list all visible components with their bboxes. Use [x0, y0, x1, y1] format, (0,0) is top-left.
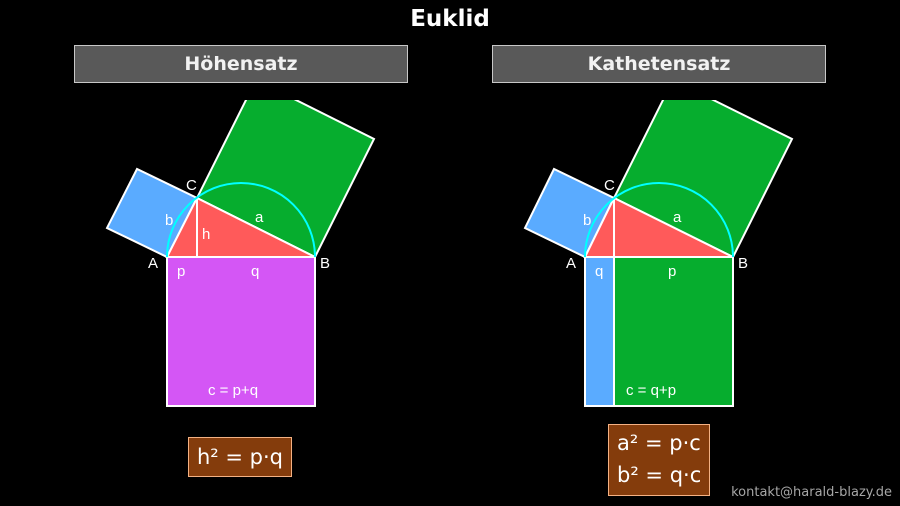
- label-q: q: [595, 263, 603, 280]
- label-C: C: [186, 177, 197, 194]
- formula-line: a² = p·c: [617, 431, 701, 455]
- diagram-kathetensatz: C A B a b q p c = q+p: [523, 100, 794, 407]
- header-hoehensatz: Höhensatz: [74, 45, 408, 83]
- square-c: [166, 256, 316, 407]
- label-a: a: [255, 209, 264, 226]
- label-q: q: [251, 263, 259, 280]
- label-p: p: [668, 263, 676, 280]
- triangle: [165, 196, 316, 258]
- label-c: c = q+p: [626, 382, 676, 399]
- label-A: A: [148, 255, 158, 272]
- formula-line: b² = q·c: [617, 463, 702, 487]
- diagram-hoehensatz: C A B a b h p q c = p+q: [105, 100, 376, 407]
- label-B: B: [320, 255, 330, 272]
- label-C: C: [604, 177, 615, 194]
- label-B: B: [738, 255, 748, 272]
- formula-kathetensatz: a² = p·c b² = q·c: [608, 424, 711, 496]
- thales-arc: [584, 182, 734, 258]
- label-h: h: [202, 226, 210, 243]
- label-c: c = p+q: [208, 382, 258, 399]
- page-title: Euklid: [410, 6, 490, 32]
- triangle: [583, 196, 734, 258]
- rect-p-c: [613, 256, 734, 407]
- label-a: a: [673, 209, 682, 226]
- label-b: b: [583, 212, 591, 229]
- formula-line: h² = p·q: [197, 445, 284, 469]
- label-A: A: [566, 255, 576, 272]
- label-b: b: [165, 212, 173, 229]
- formula-hoehensatz: h² = p·q: [188, 437, 293, 477]
- label-p: p: [177, 263, 185, 280]
- header-kathetensatz: Kathetensatz: [492, 45, 826, 83]
- contact-email: kontakt@harald-blazy.de: [731, 485, 892, 500]
- thales-arc: [166, 182, 316, 258]
